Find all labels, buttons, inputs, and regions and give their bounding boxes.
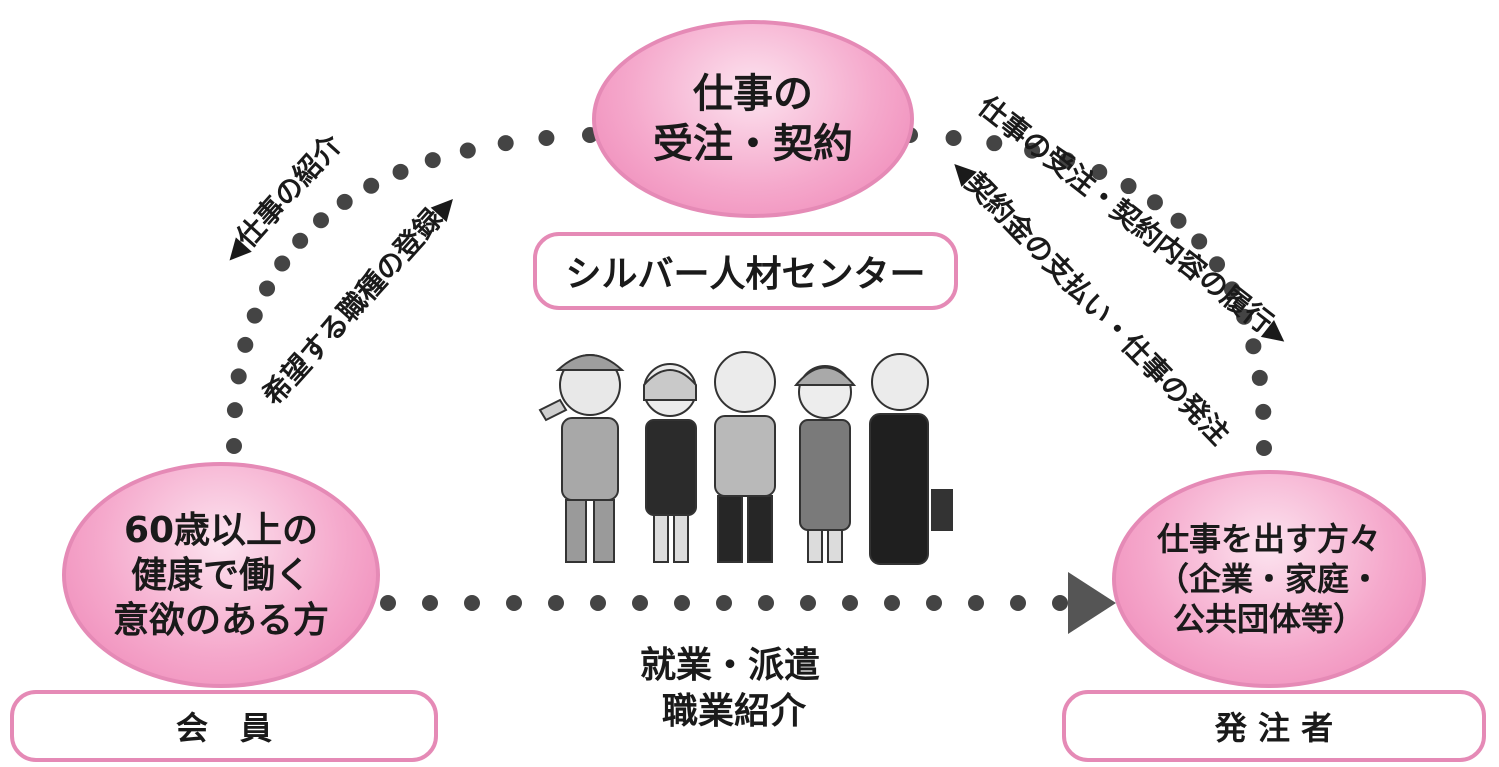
dotted-line-bottom-dot	[842, 595, 858, 611]
dotted-line-bottom-dot	[548, 595, 564, 611]
senior-workers-group-icon	[538, 351, 953, 565]
center-name: シルバー人材センター	[565, 254, 926, 295]
client-label: 発 注 者	[1214, 709, 1334, 747]
dotted-arc-left-dot	[226, 402, 243, 419]
dotted-arc-right-dot	[1236, 308, 1253, 325]
dotted-line-bottom-dot	[800, 595, 816, 611]
dotted-arc-right-dot	[1120, 178, 1137, 195]
dotted-line-bottom-dot	[464, 595, 480, 611]
dotted-arc-right-dot	[1256, 440, 1272, 456]
dotted-arc-left-dot	[424, 152, 441, 169]
dotted-line-bottom-dot	[884, 595, 900, 611]
dotted-line-bottom-dot	[632, 595, 648, 611]
dotted-arc-right-dot	[1091, 164, 1108, 181]
member-label: 会 員	[175, 709, 272, 747]
dotted-line-bottom-dot	[716, 595, 732, 611]
dotted-arc-left-dot	[497, 135, 514, 152]
dotted-arc-right-dot	[1170, 212, 1187, 229]
member-label-box: 会 員	[10, 690, 438, 762]
dotted-line-bottom-dot	[1010, 595, 1026, 611]
dotted-arc-right-dot	[986, 135, 1003, 152]
dotted-line-bottom-dot	[674, 595, 690, 611]
dotted-arc-left-dot	[292, 232, 309, 249]
dotted-line-bottom-dot	[422, 595, 438, 611]
center-name-box: シルバー人材センター	[533, 232, 958, 310]
dotted-arc-left-dot	[230, 368, 247, 385]
dotted-arc-right-dot	[1255, 403, 1272, 420]
dotted-arc-left-dot	[336, 193, 353, 210]
dotted-line-bottom-dot	[590, 595, 606, 611]
dotted-line-bottom-dot	[506, 595, 522, 611]
dotted-arc-right-dot	[1024, 142, 1041, 159]
dotted-arc-left-dot	[459, 142, 476, 159]
dotted-arc-left-dot	[363, 177, 380, 194]
dotted-arc-left-dot	[237, 336, 254, 353]
dotted-arc-right-dot	[1245, 338, 1262, 355]
client-label-box: 発 注 者	[1062, 690, 1486, 762]
dotted-arc-left-dot	[259, 280, 276, 297]
center-bubble-text: 仕事の 受注・契約	[653, 71, 853, 167]
client-bubble-text: 仕事を出す方々 （企業・家庭・ 公共団体等）	[1156, 520, 1381, 638]
dotted-arc-left-dot	[392, 163, 409, 180]
dotted-arc-left-dot	[226, 438, 242, 454]
member-bubble: 60歳以上の 健康で働く 意欲のある方	[62, 462, 380, 688]
center-bubble: 仕事の 受注・契約	[592, 20, 914, 218]
dotted-arc-right-dot	[1059, 152, 1076, 169]
dotted-line-bottom-dot	[758, 595, 774, 611]
dotted-arc-right-dot	[1191, 233, 1208, 250]
dotted-arc-left-dot	[274, 255, 291, 272]
dotted-arc-right-dot	[1146, 194, 1163, 211]
client-bubble: 仕事を出す方々 （企業・家庭・ 公共団体等）	[1112, 470, 1426, 688]
dotted-line-bottom-dot	[380, 595, 396, 611]
dotted-line-bottom-dot	[968, 595, 984, 611]
dotted-arc-left-dot	[246, 307, 263, 324]
bottom-arrowhead	[1068, 572, 1116, 634]
dotted-arc-left-dot	[313, 212, 329, 229]
bottom-label-line1: 就業・派遣	[640, 645, 821, 686]
dotted-arc-right-dot	[1224, 281, 1241, 298]
member-bubble-text: 60歳以上の 健康で働く 意欲のある方	[112, 509, 329, 641]
dotted-line-bottom-dot	[1052, 595, 1068, 611]
dotted-arc-left-dot	[538, 129, 555, 146]
dotted-arc-right-dot	[1251, 369, 1268, 386]
dotted-line-bottom-dot	[926, 595, 942, 611]
dotted-arc-right-dot	[1209, 256, 1226, 273]
bottom-label-line2: 職業紹介	[662, 691, 807, 732]
dotted-arc-right-dot	[945, 129, 962, 146]
